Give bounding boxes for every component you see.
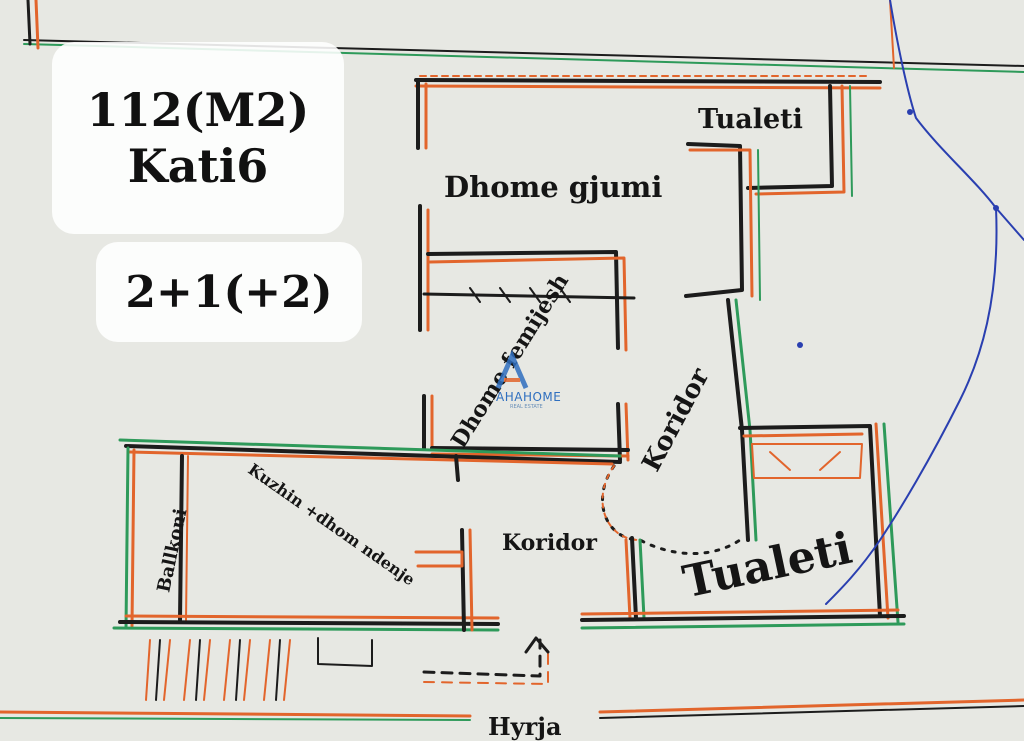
- kids-room-lower-walls: [422, 394, 630, 462]
- toilet-top-walls: [684, 84, 853, 301]
- toilet-big-walls: [580, 422, 906, 630]
- corridor-right-wall: [726, 298, 758, 542]
- door-arc: [601, 464, 742, 556]
- bedroom-partition: [422, 250, 636, 352]
- area-label: 112(M2): [86, 83, 310, 137]
- top-wall: [414, 75, 882, 90]
- entrance-arrow: [422, 636, 550, 685]
- room-count-card: 2+1(+2): [96, 242, 362, 342]
- room-label-corridor: Koridor: [502, 530, 597, 556]
- watermark-brand: AHAHOME: [496, 390, 562, 404]
- room-label-entrance: Hyrja: [488, 712, 562, 741]
- stair-marks: [145, 637, 373, 701]
- room-label-toilet-top: Tualeti: [698, 104, 803, 135]
- watermark-tagline: REAL ESTATE: [510, 404, 543, 410]
- bedroom-left-wall: [416, 78, 430, 332]
- blue-pen-line: [797, 0, 1024, 605]
- area-floor-card: 112(M2) Kati6: [52, 42, 344, 234]
- kitchen-walls: [112, 438, 622, 632]
- room-label-bedroom: Dhome gjumi: [444, 170, 663, 204]
- floor-label: Kati6: [127, 139, 269, 193]
- watermark-logo-icon: [495, 350, 529, 390]
- page-border-bottom: [0, 698, 1024, 721]
- room-count-label: 2+1(+2): [125, 266, 333, 318]
